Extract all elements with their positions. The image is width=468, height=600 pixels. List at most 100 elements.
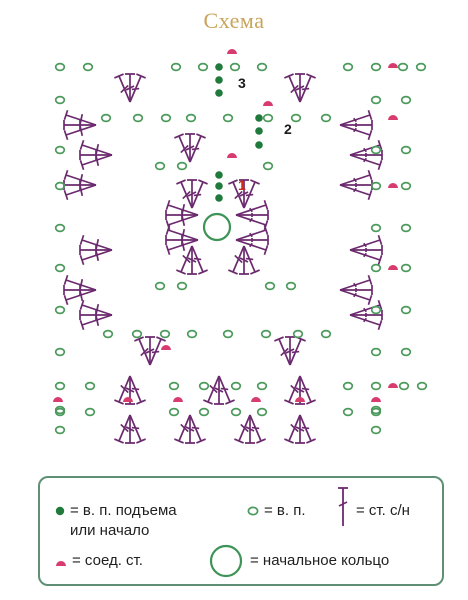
chain-stitch <box>160 113 172 123</box>
chain-stitch <box>320 329 332 339</box>
chain-stitch <box>54 223 66 233</box>
chain-stitch <box>186 329 198 339</box>
double-crochet <box>284 414 301 444</box>
slip-stitch <box>227 49 237 54</box>
slip-stitch <box>227 153 237 158</box>
chain-stitch <box>370 95 382 105</box>
double-crochet <box>349 314 383 331</box>
chain-stitch <box>54 62 66 72</box>
double-crochet <box>114 73 131 103</box>
chain-stitch <box>54 145 66 155</box>
double-crochet <box>299 414 316 444</box>
double-crochet <box>274 336 291 366</box>
double-crochet <box>243 179 260 209</box>
legend-double-crochet: = ст. с/н <box>356 502 410 519</box>
chain-stitch <box>100 113 112 123</box>
chain-stitch <box>154 161 166 171</box>
chain-stitch <box>262 113 274 123</box>
chain-stitch <box>176 161 188 171</box>
double-crochet <box>114 414 131 444</box>
chain-stitch <box>285 281 297 291</box>
legend-magic-ring: = начальное кольцо <box>250 552 390 569</box>
slip-stitch <box>161 345 171 350</box>
double-crochet <box>243 245 260 275</box>
double-crochet <box>214 376 224 405</box>
chain-stitch <box>159 329 171 339</box>
double-crochet <box>234 414 251 444</box>
round-label-2: 2 <box>284 121 292 137</box>
chain-stitch <box>256 381 268 391</box>
chain-stitch <box>54 347 66 357</box>
legend-slip-stitch: = соед. ст. <box>72 552 143 569</box>
double-crochet <box>299 375 316 405</box>
chain-stitch <box>102 329 114 339</box>
chain-stitch <box>370 145 382 155</box>
double-crochet <box>339 124 373 141</box>
green-ring-icon <box>209 544 243 578</box>
double-crochet <box>191 179 208 209</box>
chain-stitch <box>176 281 188 291</box>
chain-stitch <box>292 329 304 339</box>
double-crochet <box>165 239 199 256</box>
chain-stitch <box>54 181 66 191</box>
double-crochet <box>189 133 206 163</box>
chain-stitch <box>400 305 412 315</box>
double-crochet <box>349 249 383 266</box>
chain-stitch <box>54 381 66 391</box>
chain-stitch <box>398 381 410 391</box>
double-crochet <box>79 314 113 331</box>
slip-stitch <box>53 397 63 402</box>
double-crochet <box>339 184 373 201</box>
chain-stitch <box>230 407 242 417</box>
double-crochet <box>174 414 191 444</box>
double-crochet <box>125 415 135 444</box>
double-crochet <box>295 73 305 102</box>
double-crochet <box>63 289 97 306</box>
double-crochet <box>129 73 146 103</box>
slip-stitch <box>173 397 183 402</box>
chain-stitch <box>132 113 144 123</box>
chain-stitch <box>256 407 268 417</box>
lift-chain <box>255 127 263 135</box>
double-crochet <box>79 249 113 266</box>
chain-stitch <box>54 95 66 105</box>
chain-stitch <box>342 381 354 391</box>
double-crochet <box>228 245 245 275</box>
slip-stitch <box>388 265 398 270</box>
double-crochet <box>245 415 255 444</box>
purple-tstitch-icon <box>338 487 348 526</box>
double-crochet <box>295 415 305 444</box>
chain-stitch <box>256 62 268 72</box>
double-crochet <box>339 109 373 126</box>
chain-stitch <box>397 62 409 72</box>
legend-lift-chain: = в. п. подъема <box>70 502 177 519</box>
chain-stitch <box>370 407 382 417</box>
slip-stitch <box>388 183 398 188</box>
double-crochet <box>235 239 269 256</box>
chain-stitch <box>290 113 302 123</box>
double-crochet <box>79 154 113 171</box>
chain-stitch <box>222 113 234 123</box>
chain-stitch <box>370 425 382 435</box>
lift-chain <box>215 76 223 84</box>
lift-chain <box>215 194 223 202</box>
chain-stitch <box>170 62 182 72</box>
slip-stitch <box>388 383 398 388</box>
double-crochet <box>114 375 131 405</box>
double-crochet <box>185 133 195 162</box>
double-crochet <box>63 184 97 201</box>
chain-stitch <box>370 263 382 273</box>
slip-stitch <box>388 115 398 120</box>
chain-stitch <box>230 381 242 391</box>
chain-stitch <box>229 62 241 72</box>
double-crochet <box>228 179 245 209</box>
slip-stitch <box>263 101 273 106</box>
chain-stitch <box>320 113 332 123</box>
legend-lift-chain-or-start: или начало <box>70 522 150 539</box>
double-crochet <box>203 375 220 405</box>
double-crochet <box>235 214 269 231</box>
lift-chain <box>255 141 263 149</box>
chain-stitch <box>154 281 166 291</box>
chain-stitch <box>54 407 66 417</box>
double-crochet <box>340 120 373 130</box>
